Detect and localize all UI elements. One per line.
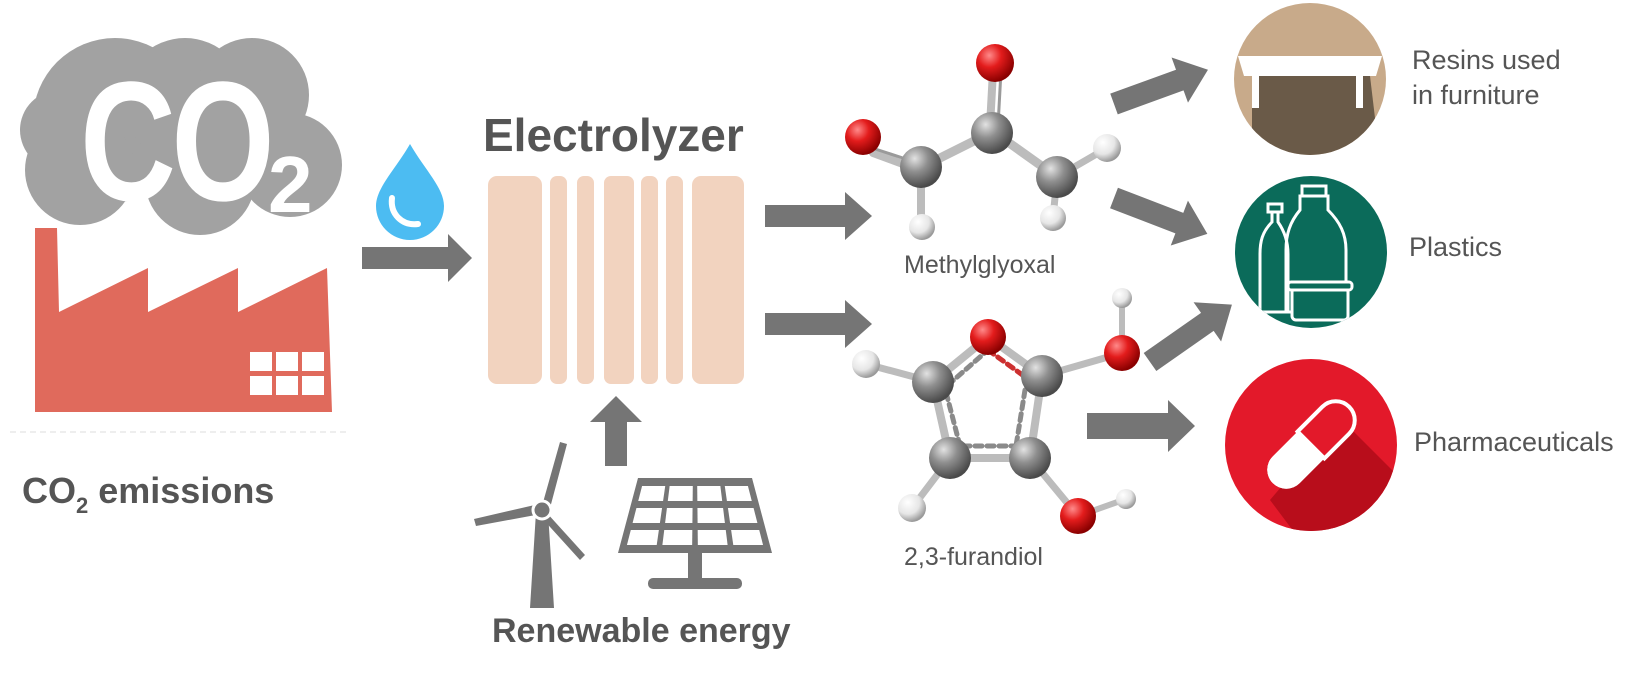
renewable-energy-label: Renewable energy [492,612,791,650]
methylglyoxal-label: Methylglyoxal [904,251,1055,279]
solar-cell [667,486,693,501]
furandiol-label: 2,3-furandiol [904,543,1043,571]
electrolyzer-title: Electrolyzer [483,109,744,161]
resins-furniture-icon [1234,3,1386,155]
solar-cell [731,530,764,545]
pharmaceuticals-pill-icon [1225,359,1397,531]
co2-emissions-label: CO2 emissions [22,470,274,518]
electrolyzer-cell-icon [488,176,744,384]
arrow-renewable-up [590,396,642,466]
plastics-bottles-icon [1235,176,1387,328]
solar-cell [697,530,728,545]
arrow-fd-to-pharma [1087,400,1195,452]
solar-cell [727,508,758,523]
solar-cell [662,530,693,545]
arrow-fd-to-plastics [1143,302,1232,372]
arrow-to-electrolyzer [362,234,472,282]
solar-cell [626,530,659,545]
resins-label: Resins used in furniture [1412,45,1568,110]
solar-cell [638,486,666,501]
solar-cell [697,486,723,501]
methylglyoxal-molecule [845,44,1121,240]
solar-cell [724,486,752,501]
arrow-to-methylglyoxal [765,192,872,240]
plastics-label: Plastics [1409,232,1502,262]
solar-cell [697,508,725,523]
wind-turbine-icon [474,442,585,608]
solar-panel-icon [618,478,772,589]
arrow-mg-to-plastics [1110,187,1208,246]
co2-cloud-text: CO [80,47,270,237]
arrow-to-furandiol [765,300,872,348]
water-drop-icon [376,144,444,240]
solar-cell [665,508,693,523]
co2-cloud-subscript: 2 [268,140,313,229]
factory-windows [250,352,324,395]
co2-cloud-icon: CO 2 [20,38,342,237]
pharmaceuticals-label: Pharmaceuticals [1414,427,1614,457]
arrow-mg-to-resins [1110,57,1208,115]
solar-cell [632,508,663,523]
furandiol-molecule [852,288,1140,534]
arrows [362,57,1232,466]
